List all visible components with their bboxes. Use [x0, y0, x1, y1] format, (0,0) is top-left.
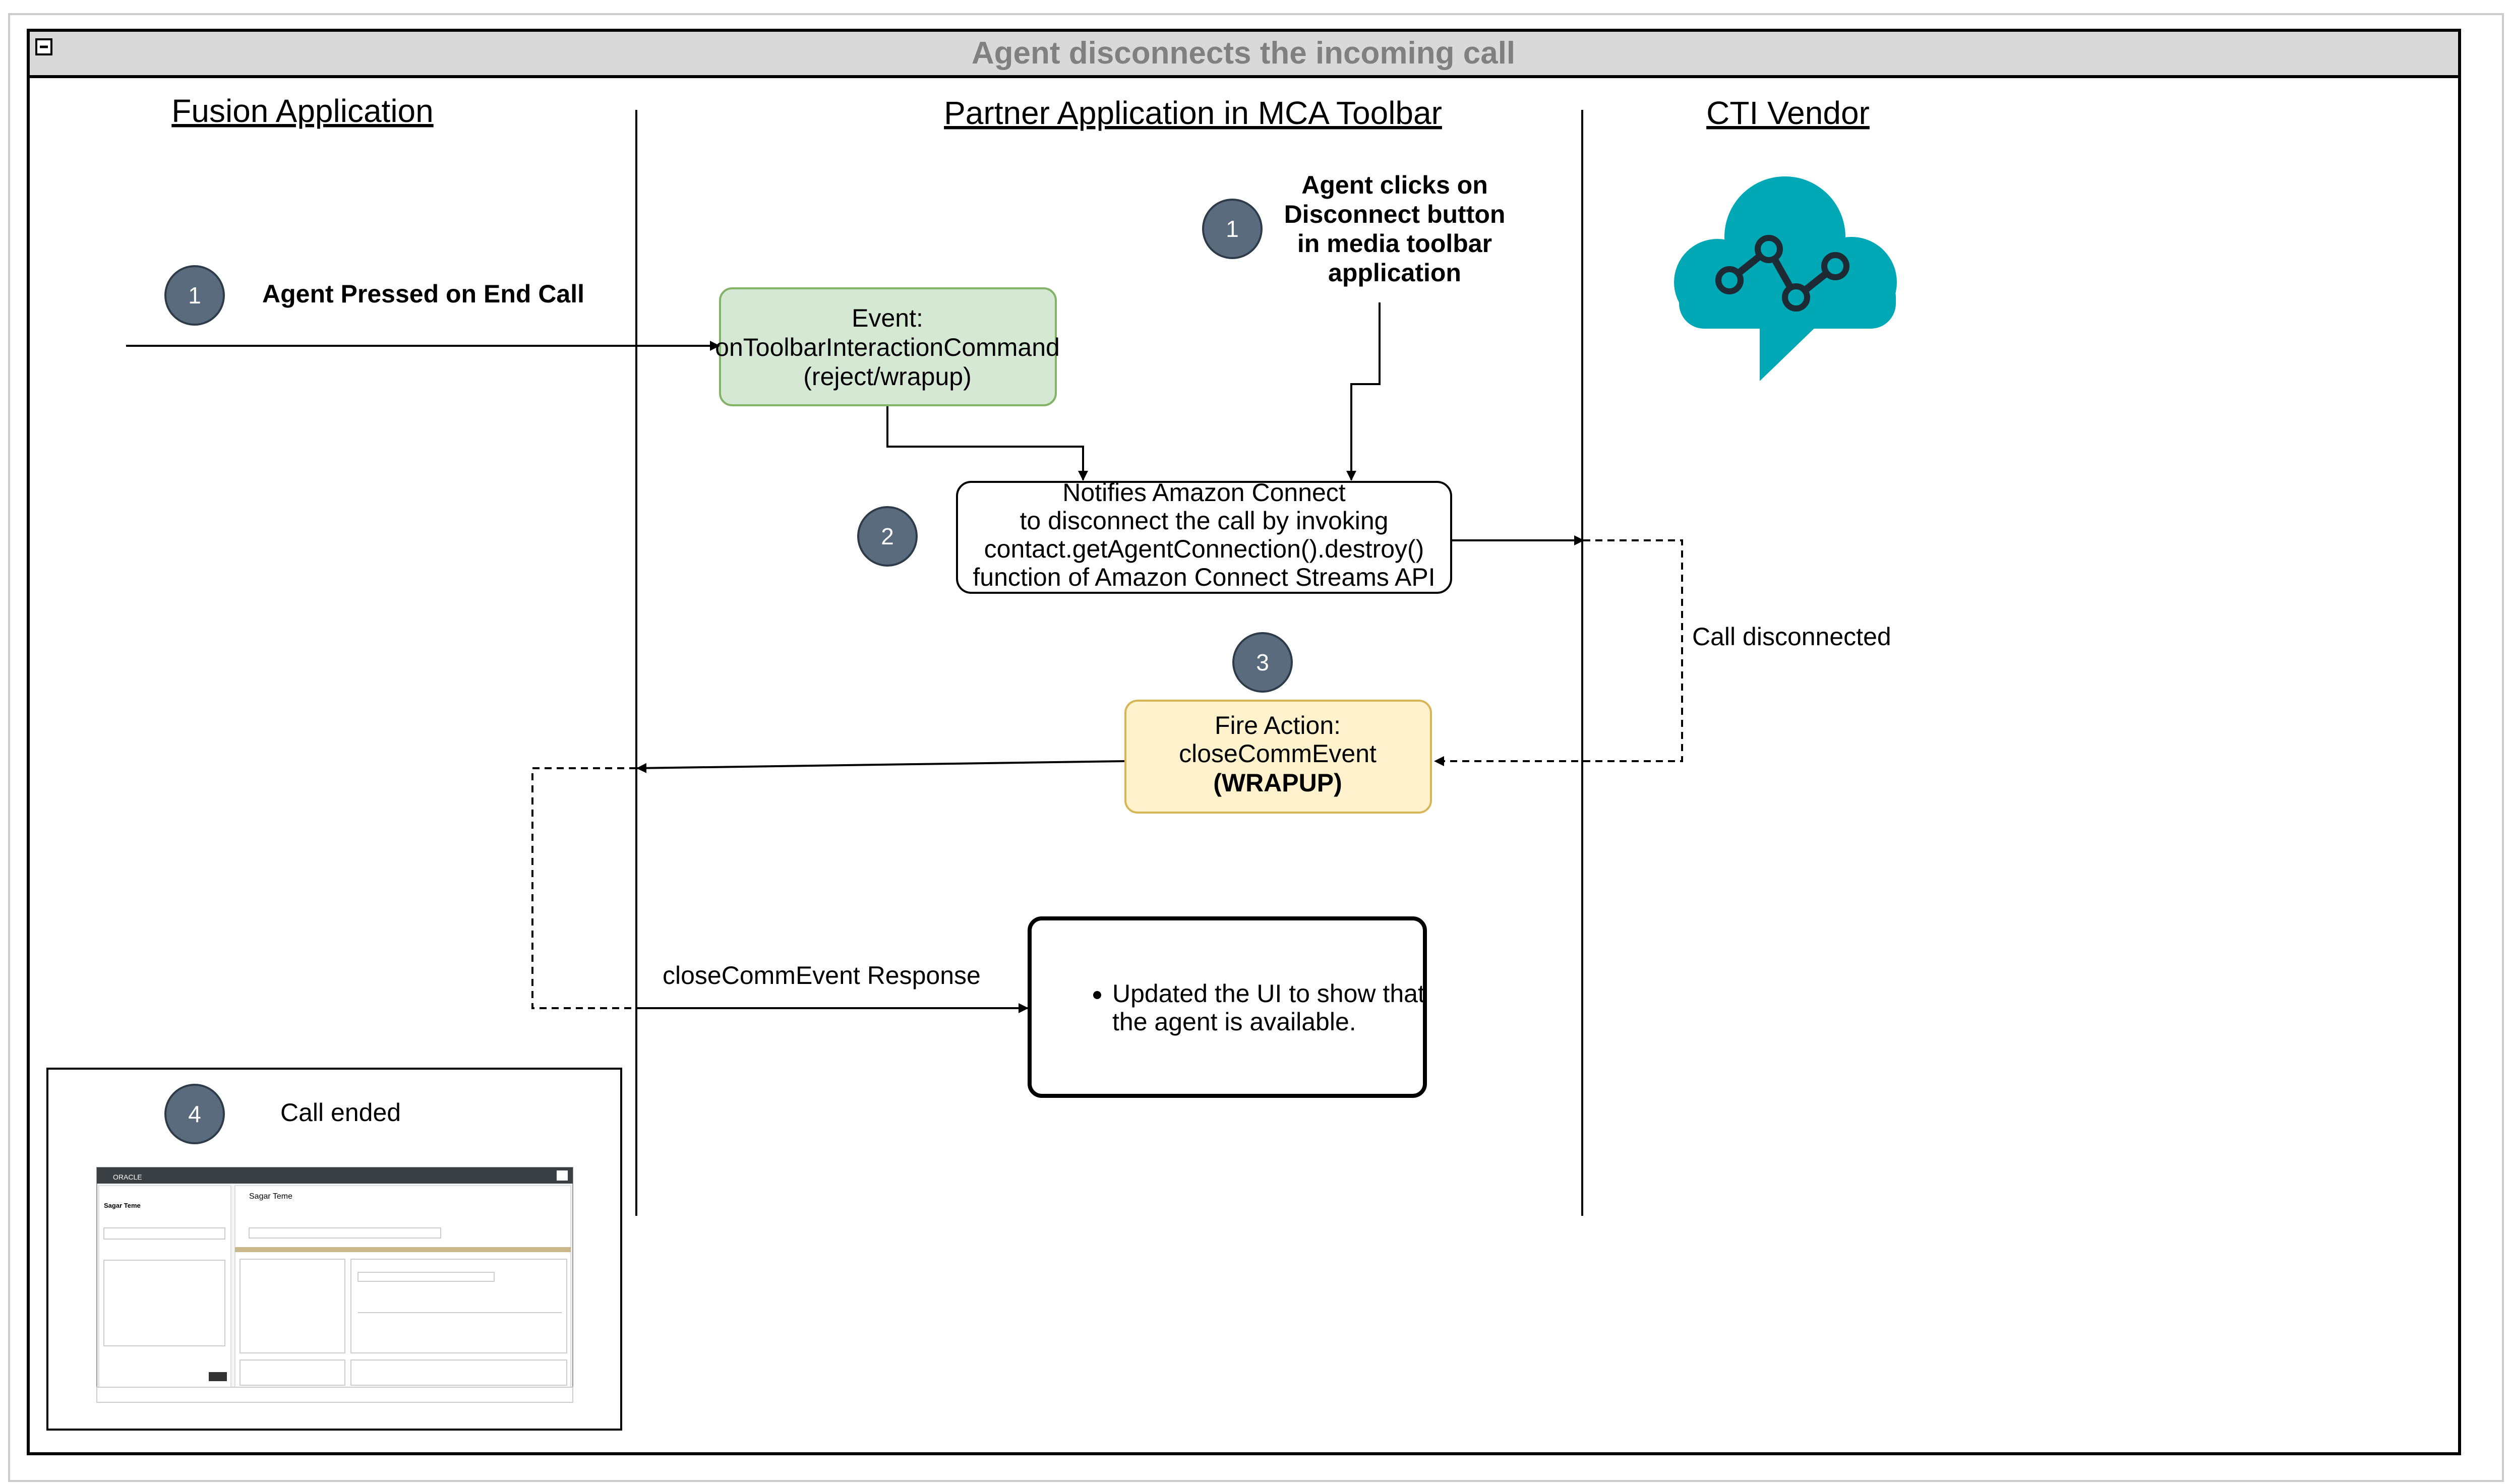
- fusion-screenshot-thumbnail: ORACLE Sagar Teme Sagar Teme: [96, 1167, 573, 1403]
- arrow-fire-to-fusion: [636, 760, 1125, 773]
- call-disconnected-label: Call disconnected: [1692, 623, 1891, 651]
- outer-frame: [8, 13, 2504, 1482]
- event-box-line: (reject/wrapup): [803, 362, 971, 391]
- thumb-top-bar: [97, 1167, 573, 1184]
- thumb-contact-main: Sagar Teme: [249, 1192, 292, 1201]
- event-box-line: Event:: [852, 304, 923, 332]
- lane-header-cti: CTI Vendor: [1706, 95, 1870, 131]
- diagram-title: Agent disconnects the incoming call: [972, 36, 1515, 71]
- step-number: 3: [1256, 649, 1269, 675]
- response-label: closeCommEvent Response: [663, 961, 981, 990]
- response-dashed-path: [531, 767, 636, 1009]
- step-4-marker: 4: [164, 1084, 225, 1144]
- step-number: 1: [1226, 216, 1239, 242]
- step-number: 2: [881, 523, 894, 549]
- lane-header-fusion: Fusion Application: [171, 93, 433, 129]
- event-box-line: onToolbarInteractionCommand: [715, 333, 1060, 361]
- step-number: 1: [188, 282, 201, 308]
- fire-action-box: Fire Action: closeCommEvent (WRAPUP): [1124, 700, 1432, 814]
- thumb-brand: ORACLE: [113, 1173, 142, 1181]
- lane-header-partner: Partner Application in MCA Toolbar: [944, 95, 1442, 131]
- step-4-label: Call ended: [280, 1098, 401, 1127]
- updated-box-line: the agent is available.: [1112, 1008, 1356, 1036]
- arrow-event-to-notify: [886, 406, 1088, 481]
- step-number: 4: [188, 1101, 201, 1127]
- notify-box: Notifies Amazon Connect to disconnect th…: [956, 478, 1452, 594]
- notify-box-line: to disconnect the call by invoking: [1020, 507, 1389, 535]
- notify-box-line: contact.getAgentConnection().destroy(): [984, 535, 1424, 563]
- step-1-partner-line: application: [1328, 259, 1461, 287]
- updated-box-line: Updated the UI to show that: [1112, 979, 1425, 1008]
- step-1-partner-line: in media toolbar: [1297, 229, 1492, 258]
- step-2-marker: 2: [857, 506, 918, 567]
- step-3-marker: 3: [1232, 632, 1293, 693]
- notify-box-line: Notifies Amazon Connect: [1062, 478, 1346, 507]
- updated-ui-box: Updated the UI to show that the agent is…: [1028, 916, 1427, 1098]
- step-1-label-fusion: Agent Pressed on End Call: [262, 280, 584, 308]
- minus-icon[interactable]: [35, 38, 52, 55]
- step-1-marker-fusion: 1: [164, 265, 225, 326]
- notify-box-line: function of Amazon Connect Streams API: [973, 563, 1435, 591]
- event-box: Event: onToolbarInteractionCommand (reje…: [715, 287, 1060, 406]
- step-1-marker-partner: 1: [1202, 199, 1263, 259]
- fire-box-line: closeCommEvent: [1179, 739, 1377, 768]
- step-1-partner-line: Agent clicks on: [1301, 171, 1488, 199]
- fire-box-line: Fire Action:: [1215, 711, 1341, 739]
- bullet-icon: [1093, 991, 1101, 999]
- cloud-network-icon: [1674, 176, 1897, 381]
- step-1-partner-line: Disconnect button: [1284, 200, 1506, 228]
- arrow-call-disconnected: [1434, 539, 1683, 766]
- thumb-bottom-bar: [96, 1387, 573, 1403]
- thumb-contact-left: Sagar Teme: [104, 1202, 141, 1209]
- step-1-label-partner: Agent clicks on Disconnect button in med…: [1284, 171, 1506, 287]
- title-bar: [27, 29, 2461, 78]
- arrow-disconnect-to-notify: [1346, 302, 1381, 481]
- fire-box-line: (WRAPUP): [1213, 769, 1342, 797]
